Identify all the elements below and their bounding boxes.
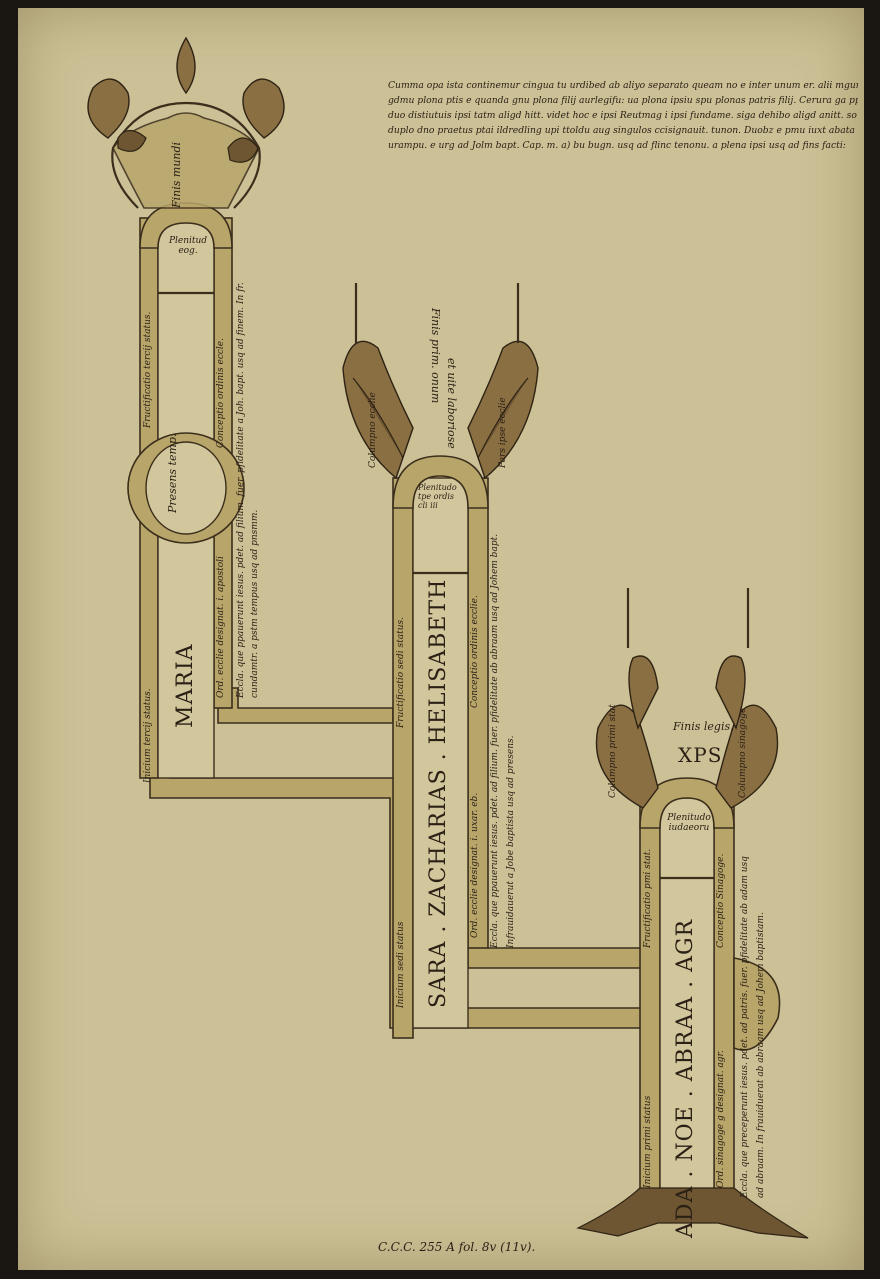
middle-left-lower-label: Inicium sedi status (396, 921, 406, 1008)
middle-finis2-label: et uite laboriose (445, 358, 458, 449)
text-line: duo distiutuis ipsi tatm aligd hitt. vid… (388, 110, 858, 121)
text-line: gdmu plona ptis e quanda gnu plona filij… (388, 95, 858, 106)
left-main-label: MARIA (173, 643, 198, 728)
right-xps-label: XPS (678, 743, 723, 767)
right-finis-label: Finis legis. (673, 720, 734, 733)
middle-finis-label: Finis prim. onum (429, 308, 442, 404)
text-line: Cumma opa ista continemur cingua tu urdi… (388, 80, 858, 91)
left-column (87, 36, 285, 779)
left-upper-label: Fructificatio tercij status. (143, 311, 153, 428)
middle-column (342, 340, 539, 1039)
left-right-side2-label: Eccla. que ppauerunt iesus. pdet. ad fil… (236, 282, 246, 698)
middle-leaf-right-label: Pars ipse ecclie (498, 397, 508, 468)
right-arch-label: Plenitudo iudaeoru (667, 813, 711, 833)
middle-side1-label: Eccla. que ppauerunt iesus. pdet. ad fil… (490, 533, 500, 948)
middle-arch-label: Plenitudo tpe ordis cli iii (418, 483, 457, 510)
trinitarian-tree-diagram (87, 36, 809, 1239)
right-column (576, 655, 809, 1239)
left-finis-label: Finis mundi (170, 141, 183, 208)
right-leaf-right-label: Columpno sinagoge (738, 707, 748, 798)
folio-caption: C.C.C. 255 A fol. 8v (11v). (378, 1240, 536, 1254)
middle-right-lower-label: Ord. ecclie designat. i. uxar. eb. (470, 792, 480, 938)
right-right-lower-label: Ord. sinagoge g designat. agr. (716, 1050, 726, 1188)
left-right-upper-label: Conceptio ordinis eccle. (216, 338, 226, 448)
text-line: duplo dno praetus ptai ildredling upi tt… (388, 125, 855, 136)
right-side1-label: Eccla. que preceperunt iesus. pdet. ad p… (740, 856, 750, 1198)
manuscript-page: Cumma opa ista continemur cingua tu urdi… (18, 8, 864, 1270)
right-side2-label: ad abraam. In frauiduerat ab abraam usq … (756, 912, 766, 1198)
left-lower-label: Inicium tercij status. (143, 688, 153, 783)
middle-right-upper-label: Conceptio ordinis ecclie. (470, 595, 480, 708)
middle-side2-label: Infrauidauerut a Jobe baptista usq ad pr… (506, 735, 516, 948)
left-arch-label: Plenitud eog. (168, 236, 208, 256)
left-right-side3-label: cundamtr. a pstm tempus usq ad pnsmm. (250, 509, 260, 698)
right-left-upper-label: Fructificatio pmi stat. (643, 848, 653, 948)
middle-leaf-left-label: Columpno ecclie (368, 392, 378, 468)
middle-main-label: SARA . ZACHARIAS . HELISABETH (426, 578, 451, 1008)
text-line: urampu. e urg ad Jolm bapt. Cap. m. a) b… (388, 140, 846, 151)
commentary-text-block: Cumma opa ista continemur cingua tu urdi… (388, 78, 858, 153)
left-center-label: Presens temp. (166, 433, 179, 513)
right-right-upper-label: Conceptio Sinagoge. (716, 853, 726, 948)
right-main-label: ADA . NOE . ABRAA . AGR (673, 918, 698, 1238)
right-leaf-left-label: Columpno primi stat (608, 704, 618, 798)
middle-left-upper-label: Fructificatio sedi status. (396, 616, 406, 728)
left-right-side1-label: Ord. ecclie designat. i. apostoli (216, 556, 226, 698)
right-left-lower-label: Inicium primi status (643, 1095, 653, 1188)
